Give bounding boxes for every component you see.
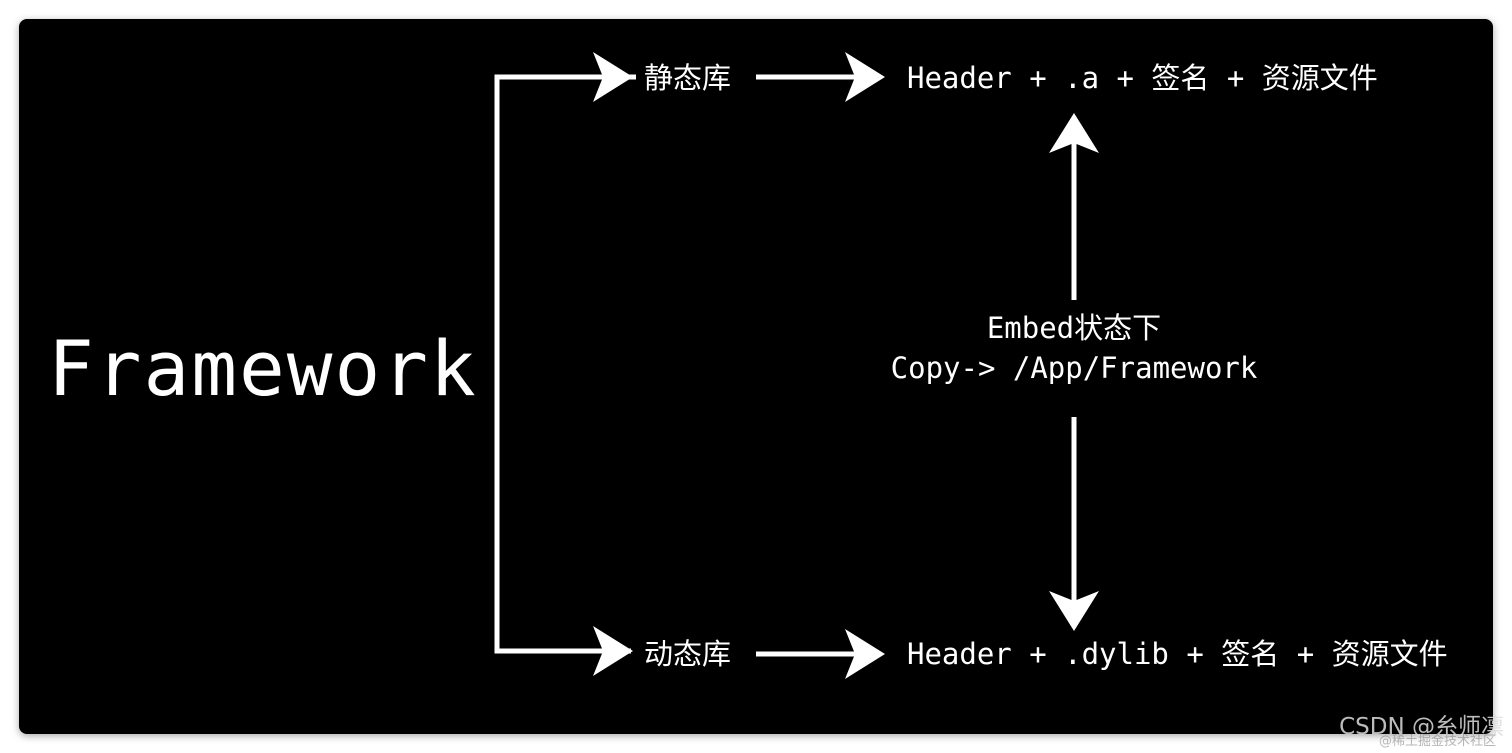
juejin-watermark: @稀土掘金技术社区 [1378,734,1496,749]
dynamic-library-label: 动态库 [644,637,732,671]
static-library-label: 静态库 [644,61,732,95]
static-library-formula: Header + .a + 签名 + 资源文件 [907,61,1378,95]
embed-note-line1: Embed状态下 [986,311,1162,345]
csdn-watermark: CSDN @糸师凛 [1339,714,1504,740]
dynamic-library-formula: Header + .dylib + 签名 + 资源文件 [907,637,1448,671]
embed-note: Embed状态下 Copy-> /App/Framework [874,308,1274,388]
diagram-canvas [19,19,1493,734]
embed-note-line2: Copy-> /App/Framework [890,351,1258,385]
framework-title: Framework [48,324,478,413]
branch-bracket [494,74,636,654]
